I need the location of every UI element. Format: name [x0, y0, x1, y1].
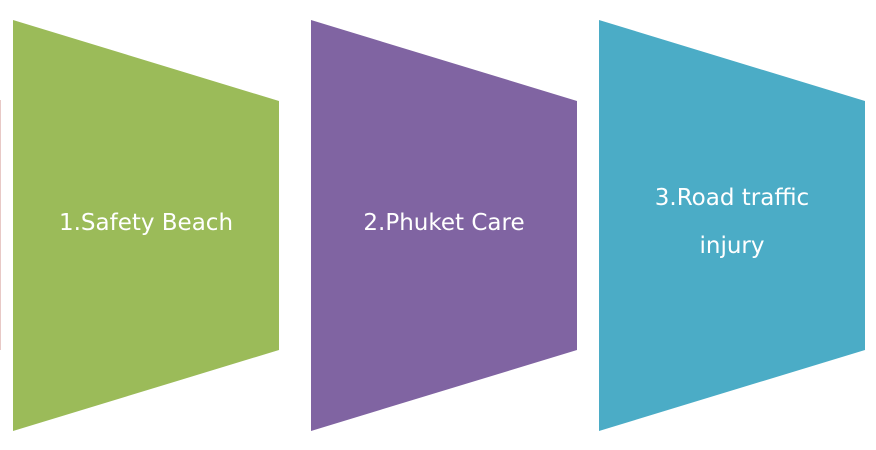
- step-shape-safety-beach: [13, 0, 279, 450]
- step-shape-1-svg: [13, 20, 279, 431]
- step-shape-3-polygon: [599, 20, 865, 431]
- step-shape-1-polygon: [13, 20, 279, 431]
- step-label-3-line-1: 3.Road traffic: [654, 185, 810, 211]
- step-label-safety-beach: 1.Safety Beach: [58, 210, 234, 236]
- step-shape-2-svg: [311, 20, 577, 431]
- step-shape-road-traffic-injury: [599, 0, 865, 450]
- step-label-3-line-2: injury: [699, 233, 765, 259]
- step-label-phuket-care: 2.Phuket Care: [363, 210, 525, 236]
- left-edge-line: [0, 100, 1, 350]
- step-shape-3-svg: [599, 20, 865, 431]
- step-shape-phuket-care: [311, 0, 577, 450]
- step-shape-2-polygon: [311, 20, 577, 431]
- step-label-road-traffic-injury: 3.Road traffic injury: [599, 174, 865, 270]
